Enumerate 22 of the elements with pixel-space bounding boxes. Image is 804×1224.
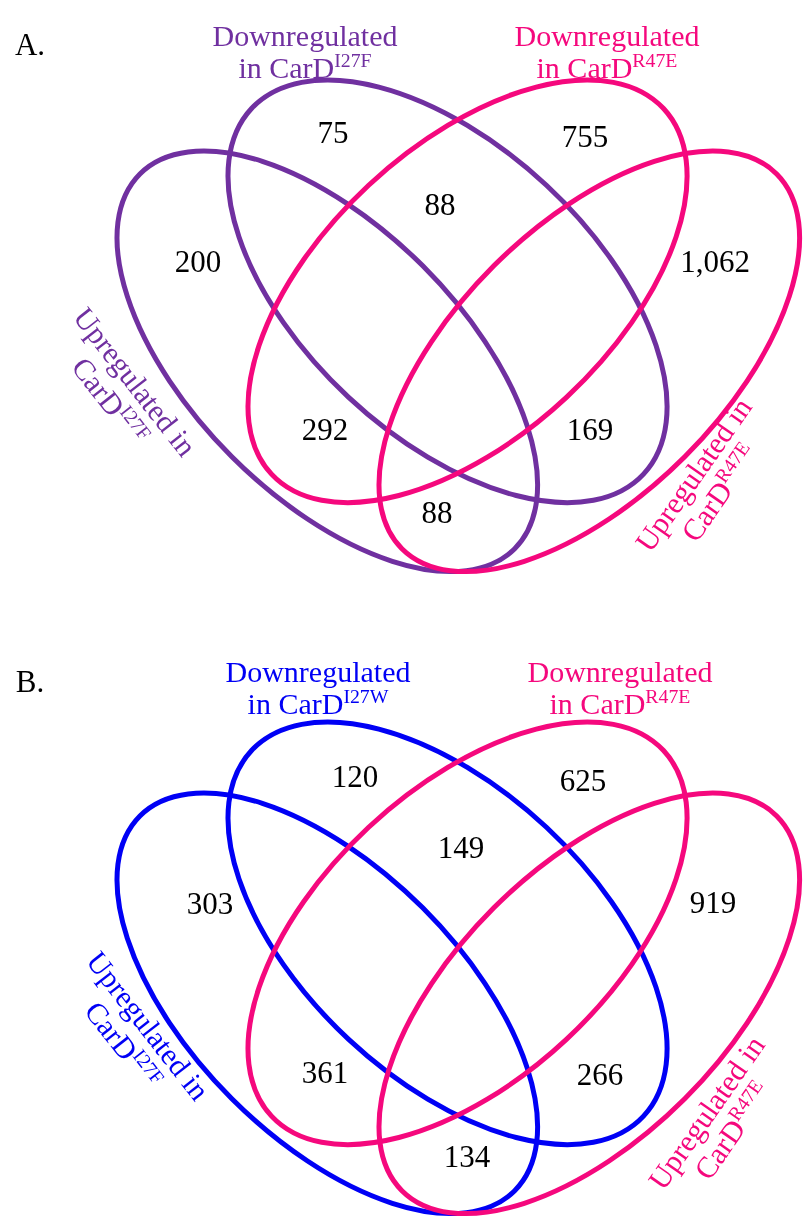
region-count: 88 [421,495,453,531]
region-count: 755 [561,119,609,155]
region-count: 169 [566,412,614,448]
region-count: 266 [576,1057,624,1093]
region-count: 361 [301,1055,349,1091]
region-count: 134 [443,1139,491,1175]
set-label: Downregulated in CarD$^{R47E}$ [513,19,701,85]
region-count: 88 [424,187,456,223]
region-count: 919 [689,885,737,921]
region-count: 625 [559,763,607,799]
region-count: 1,062 [680,244,750,280]
region-count: 200 [174,244,222,280]
set-label: Downregulated in CarD$^{I27F}$ [211,19,399,85]
set-label: Downregulated in CarD$^{R47E}$ [526,655,714,721]
region-count: 120 [331,759,379,795]
region-count: 75 [317,115,349,151]
region-count: 149 [437,830,485,866]
region-count: 303 [186,886,234,922]
panel-label: B. [15,664,45,700]
set-label: Downregulated in CarD$^{I27W}$ [224,655,412,721]
region-count: 292 [301,412,349,448]
panel-label: A. [14,27,46,63]
